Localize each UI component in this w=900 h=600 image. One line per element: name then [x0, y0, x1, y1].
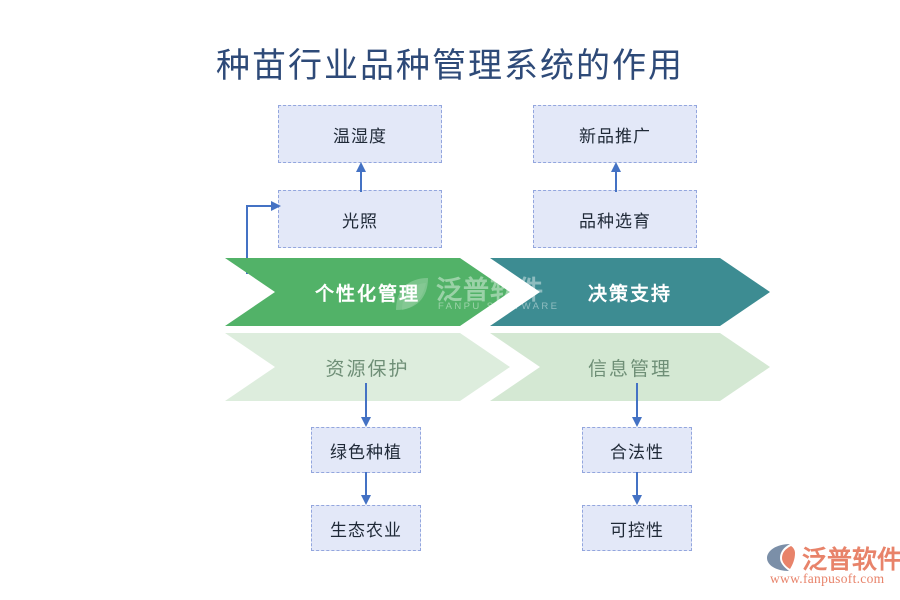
box-label: 合法性	[610, 442, 664, 462]
arrow-legality-to-controllability	[632, 472, 642, 505]
arrow-light-to-temperature	[356, 162, 366, 192]
arrow-green-planting-to-eco-agriculture	[361, 472, 371, 505]
logo-name: 泛普软件	[802, 546, 900, 574]
fanpu-logo-mark-icon	[767, 544, 795, 571]
box-temperature-humidity[interactable]: 温湿度	[278, 105, 442, 163]
box-controllability[interactable]: 可控性	[582, 505, 692, 551]
box-label: 品种选育	[579, 211, 651, 231]
chevron-decision-support[interactable]: 决策支持	[490, 258, 770, 326]
box-label: 可控性	[610, 520, 664, 540]
box-green-planting[interactable]: 绿色种植	[311, 427, 421, 473]
logo-url: www.fanpusoft.com	[770, 571, 885, 586]
fanpu-logo: 泛普软件 www.fanpusoft.com	[758, 540, 900, 592]
box-label: 光照	[342, 211, 378, 231]
box-label: 绿色种植	[330, 442, 402, 462]
box-label: 新品推广	[579, 126, 651, 146]
chevron-label: 个性化管理	[314, 283, 420, 305]
chevron-label: 资源保护	[325, 358, 410, 380]
page-title: 种苗行业品种管理系统的作用	[216, 48, 684, 85]
box-label: 温湿度	[333, 126, 387, 146]
box-light[interactable]: 光照	[278, 190, 442, 248]
chevron-personalized-management[interactable]: 个性化管理	[225, 258, 510, 326]
box-legality[interactable]: 合法性	[582, 427, 692, 473]
chevron-resource-protection[interactable]: 资源保护	[225, 333, 510, 401]
arrow-breeding-to-promotion	[611, 162, 621, 192]
box-variety-breeding[interactable]: 品种选育	[533, 190, 697, 248]
box-eco-agriculture[interactable]: 生态农业	[311, 505, 421, 551]
chevron-label: 决策支持	[587, 283, 672, 305]
box-label: 生态农业	[330, 520, 402, 540]
box-new-product-promotion[interactable]: 新品推广	[533, 105, 697, 163]
chevron-label: 信息管理	[587, 358, 672, 380]
chevron-information-management[interactable]: 信息管理	[490, 333, 770, 401]
